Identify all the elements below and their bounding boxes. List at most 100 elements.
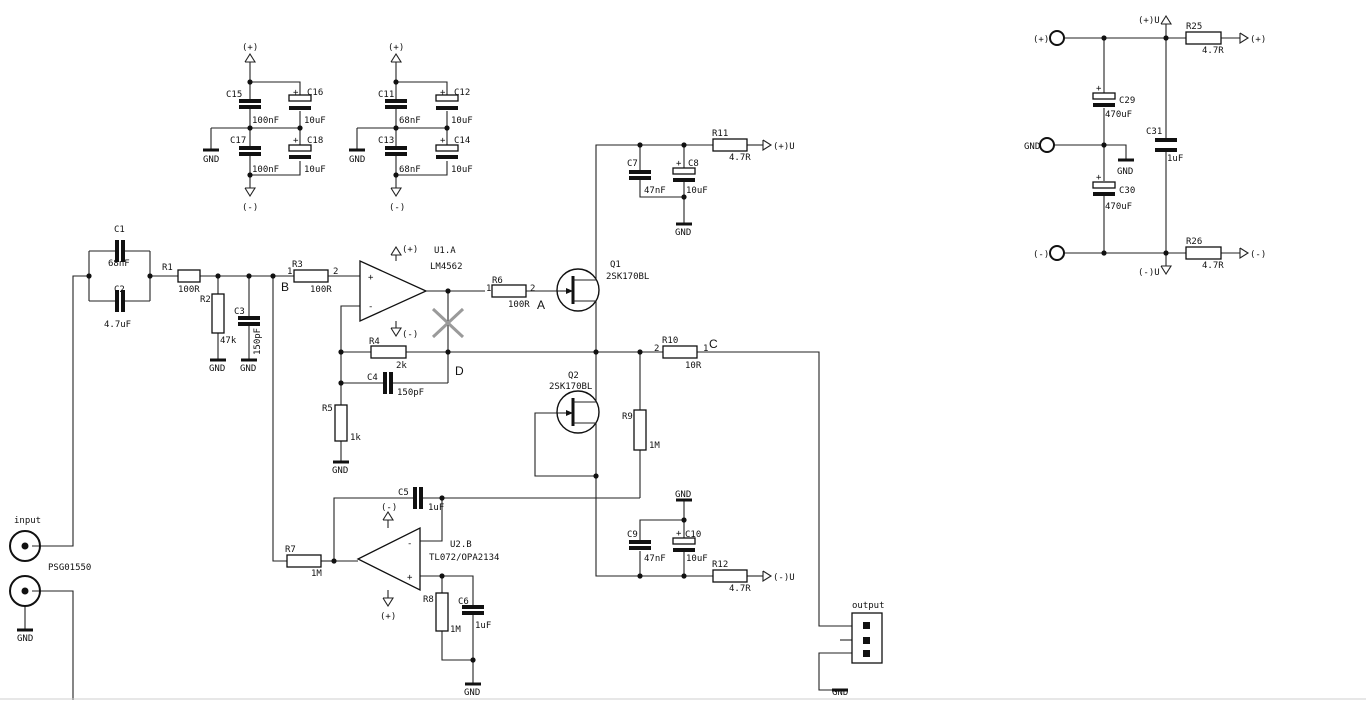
- svg-text:GND: GND: [203, 155, 219, 165]
- svg-text:(+): (+): [1033, 35, 1049, 45]
- svg-text:GND: GND: [17, 634, 33, 644]
- svg-text:R6: R6: [492, 276, 503, 286]
- svg-text:LM4562: LM4562: [430, 262, 463, 272]
- svg-text:4.7R: 4.7R: [1202, 46, 1224, 56]
- svg-text:C9: C9: [627, 530, 638, 540]
- input-connector: input PSG01550: [9, 516, 91, 607]
- svg-text:GND: GND: [675, 228, 691, 238]
- svg-text:GND: GND: [209, 364, 225, 374]
- svg-text:R4: R4: [369, 337, 380, 347]
- svg-text:R2: R2: [200, 295, 211, 305]
- svg-text:C3: C3: [234, 307, 245, 317]
- svg-text:2: 2: [333, 267, 338, 277]
- output-connector: output: [851, 601, 885, 664]
- svg-text:2SK170BL: 2SK170BL: [606, 272, 649, 282]
- svg-text:U1.A: U1.A: [434, 246, 456, 256]
- svg-text:(-)U: (-)U: [1138, 268, 1160, 278]
- svg-text:68nF: 68nF: [399, 165, 421, 175]
- svg-text:C31: C31: [1146, 127, 1162, 137]
- svg-text:C15: C15: [226, 90, 242, 100]
- svg-text:47nF: 47nF: [644, 186, 666, 196]
- svg-text:1M: 1M: [311, 569, 322, 579]
- resistor-R25: R25 4.7R: [1185, 22, 1224, 56]
- svg-text:10uF: 10uF: [451, 116, 473, 126]
- svg-text:100nF: 100nF: [252, 116, 279, 126]
- svg-text:100R: 100R: [508, 300, 530, 310]
- resistor-R7: R7 1M: [285, 545, 322, 579]
- svg-text:R9: R9: [622, 412, 633, 422]
- svg-text:C: C: [709, 337, 718, 351]
- svg-text:10uF: 10uF: [686, 554, 708, 564]
- svg-text:U2.B: U2.B: [450, 540, 472, 550]
- svg-text:C6: C6: [458, 597, 469, 607]
- svg-text:GND: GND: [332, 466, 348, 476]
- capacitor-C9: C9 47nF: [627, 530, 666, 564]
- no-connect-mark: [431, 307, 465, 339]
- svg-text:input: input: [14, 516, 41, 526]
- svg-text:2: 2: [530, 284, 535, 294]
- svg-text:+: +: [676, 159, 682, 169]
- svg-text:-: -: [368, 302, 373, 312]
- capacitor-C6: C6 1uF: [458, 597, 491, 631]
- svg-text:(-): (-): [1250, 250, 1266, 260]
- svg-text:+: +: [293, 88, 299, 98]
- svg-text:Q2: Q2: [568, 371, 579, 381]
- resistor-R4: R4 2k: [369, 337, 407, 371]
- psu-terminals: (+) GND (-): [1024, 30, 1065, 261]
- svg-text:+: +: [293, 136, 299, 146]
- svg-text:output: output: [852, 601, 885, 611]
- svg-text:10uF: 10uF: [304, 116, 326, 126]
- svg-text:C2: C2: [114, 285, 125, 295]
- svg-text:C13: C13: [378, 136, 394, 146]
- svg-text:2k: 2k: [396, 361, 407, 371]
- svg-text:(+): (+): [380, 612, 396, 622]
- svg-text:100nF: 100nF: [252, 165, 279, 175]
- svg-text:C4: C4: [367, 373, 378, 383]
- svg-text:(-): (-): [242, 203, 258, 213]
- svg-text:1M: 1M: [450, 625, 461, 635]
- svg-text:47k: 47k: [220, 336, 237, 346]
- svg-text:(-): (-): [381, 503, 397, 513]
- svg-text:100R: 100R: [178, 285, 200, 295]
- svg-text:(+): (+): [1250, 35, 1266, 45]
- svg-text:1uF: 1uF: [475, 621, 491, 631]
- svg-text:R8: R8: [423, 595, 434, 605]
- svg-text:R25: R25: [1186, 22, 1202, 32]
- svg-text:(+): (+): [402, 245, 418, 255]
- svg-text:D: D: [455, 364, 464, 378]
- svg-text:10uF: 10uF: [304, 165, 326, 175]
- resistor-R8: R8 1M: [423, 592, 461, 635]
- node-labels: B A C D: [281, 280, 718, 378]
- svg-text:47nF: 47nF: [644, 554, 666, 564]
- svg-text:-: -: [407, 539, 412, 549]
- svg-text:A: A: [537, 298, 545, 312]
- svg-text:GND: GND: [675, 490, 691, 500]
- svg-text:2SK170BL: 2SK170BL: [549, 382, 592, 392]
- svg-text:4.7uF: 4.7uF: [104, 320, 131, 330]
- svg-text:GND: GND: [240, 364, 256, 374]
- svg-text:R1: R1: [162, 263, 173, 273]
- svg-text:(-)U: (-)U: [773, 573, 795, 583]
- svg-text:4.7R: 4.7R: [1202, 261, 1224, 271]
- capacitor-C2: C2 4.7uF: [104, 285, 131, 330]
- svg-text:R7: R7: [285, 545, 296, 555]
- svg-text:4.7R: 4.7R: [729, 153, 751, 163]
- svg-text:4.7R: 4.7R: [729, 584, 751, 594]
- svg-text:C8: C8: [688, 159, 699, 169]
- svg-text:GND: GND: [1117, 167, 1133, 177]
